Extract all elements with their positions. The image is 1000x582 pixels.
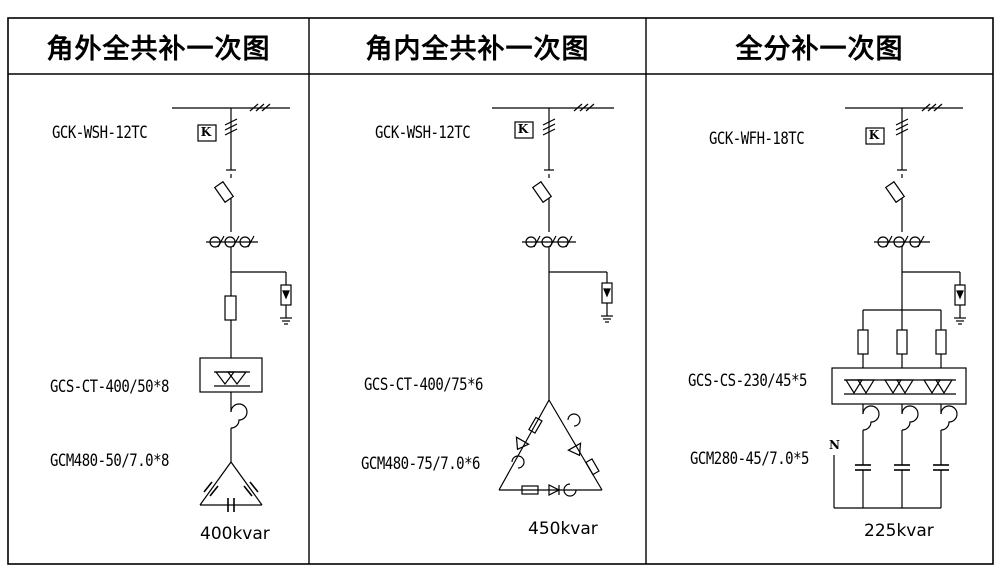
panel-1-schematic: [172, 103, 292, 512]
panel-2-schematic: [492, 103, 614, 497]
fuse-icon: [213, 180, 235, 204]
panel-3-schematic: [831, 103, 967, 509]
neutral-label: N: [829, 438, 840, 452]
fuse-icon: [896, 329, 908, 355]
breaker-box-1: [197, 124, 217, 142]
reactor-icon: [563, 483, 577, 497]
panel-1-capacitor-model: GCM480-50/7.0*8: [50, 452, 169, 471]
panel-2-capacitor-model: GCM480-75/7.0*6: [361, 455, 480, 474]
fuse-icon: [857, 329, 869, 355]
reactor-icon: [230, 403, 248, 429]
panel-2-switch-model: GCS-CT-400/75*6: [364, 376, 483, 395]
fuse-icon: [528, 416, 543, 434]
thyristor-icon: [567, 442, 582, 457]
reactor-icon: [901, 405, 919, 431]
panel-3-capacity: 225kvar: [864, 521, 934, 541]
breaker-label-1: K: [200, 125, 212, 139]
fuse-icon: [884, 180, 906, 204]
breaker-box-3: [865, 127, 885, 145]
panel-1-switch-model: GCS-CT-400/50*8: [50, 378, 169, 397]
panel-3-cabinet: GCK-WFH-18TC: [709, 130, 805, 149]
fuse-icon: [521, 485, 539, 495]
thyristor-icon: [548, 484, 561, 496]
breaker-label-2: K: [517, 122, 529, 136]
reactor-icon: [862, 405, 880, 431]
reactor-icon: [567, 413, 581, 427]
fuse-icon: [585, 458, 600, 476]
panel-3-title: 全分补一次图: [735, 33, 904, 65]
reactor-icon: [511, 455, 525, 469]
fuse-icon: [224, 295, 237, 321]
panel-1-title: 角外全共补一次图: [46, 33, 271, 65]
thyristor-icon: [515, 436, 530, 451]
breaker-label-3: K: [868, 128, 880, 142]
reactor-icon: [940, 405, 958, 431]
panel-2-title: 角内全共补一次图: [365, 33, 590, 65]
thyristor-switch-icon: [831, 367, 967, 405]
panel-1-cabinet: GCK-WSH-12TC: [52, 124, 148, 143]
panel-2-cabinet: GCK-WSH-12TC: [375, 124, 471, 143]
fuse-icon: [935, 329, 947, 355]
thyristor-switch-icon: [199, 357, 263, 393]
panel-1-capacity: 400kvar: [200, 524, 270, 544]
panel-3-capacitor-model: GCM280-45/7.0*5: [690, 450, 809, 469]
panel-2-capacity: 450kvar: [528, 519, 598, 539]
fuse-icon: [531, 180, 553, 204]
panel-3-switch-model: GCS-CS-230/45*5: [688, 372, 807, 391]
breaker-box-2: [514, 121, 534, 139]
